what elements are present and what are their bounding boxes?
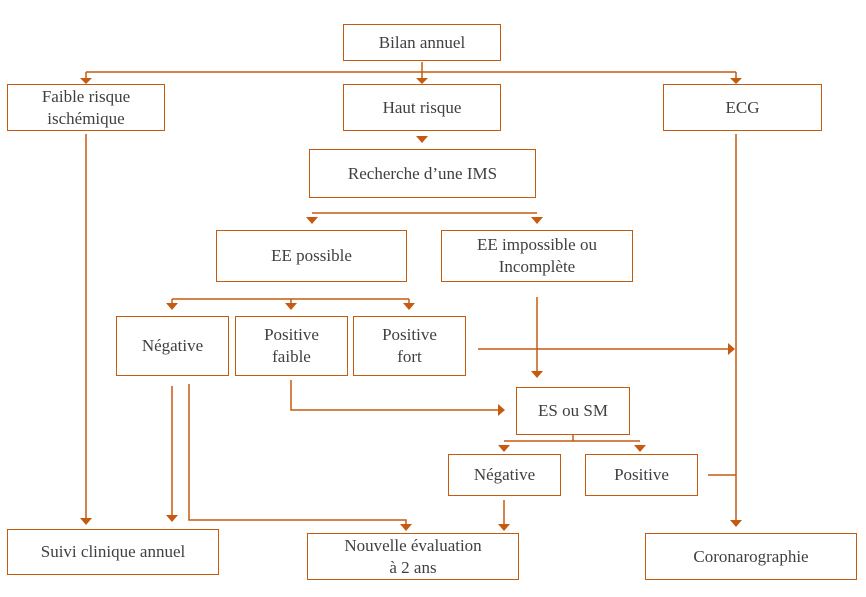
node-bilan-annuel: Bilan annuel bbox=[343, 24, 501, 61]
node-suivi-clinique: Suivi clinique annuel bbox=[7, 529, 219, 575]
node-ecg: ECG bbox=[663, 84, 822, 131]
node-positive-faible: Positive faible bbox=[235, 316, 348, 376]
arrow-to-negative1 bbox=[166, 303, 178, 310]
arrow-positive-faible-es bbox=[498, 404, 505, 416]
arrow-to-positive-fort bbox=[403, 303, 415, 310]
arrow-to-positive-faible bbox=[285, 303, 297, 310]
node-negative-1: Négative bbox=[116, 316, 229, 376]
node-ee-possible: EE possible bbox=[216, 230, 407, 282]
node-faible-risque: Faible risque ischémique bbox=[7, 84, 165, 131]
edge-negative1-nouvelle bbox=[188, 384, 407, 524]
arrow-positive-fort bbox=[728, 343, 735, 355]
node-positive-2: Positive bbox=[585, 454, 698, 496]
arrow-to-es-sm bbox=[531, 371, 543, 378]
arrow-to-faible bbox=[80, 78, 92, 84]
node-negative-2: Négative bbox=[448, 454, 561, 496]
arrow-to-positive2 bbox=[634, 445, 646, 452]
arrow-to-ee-possible bbox=[306, 217, 318, 224]
arrow-to-recherche bbox=[416, 136, 428, 143]
edge-positive-faible-es bbox=[290, 380, 498, 411]
arrow-faible-suivi bbox=[80, 518, 92, 525]
arrow-negative2-nouvelle bbox=[498, 524, 510, 531]
arrow-to-negative2 bbox=[498, 445, 510, 452]
node-coronarographie: Coronarographie bbox=[645, 533, 857, 580]
node-haut-risque: Haut risque bbox=[343, 84, 501, 131]
arrow-to-ecg bbox=[730, 78, 742, 84]
arrow-to-haut bbox=[416, 78, 428, 84]
node-ee-impossible: EE impossible ou Incomplète bbox=[441, 230, 633, 282]
node-nouvelle-evaluation: Nouvelle évaluation à 2 ans bbox=[307, 533, 519, 580]
node-recherche-ims: Recherche d’une IMS bbox=[309, 149, 536, 198]
arrow-to-ee-impossible bbox=[531, 217, 543, 224]
node-es-ou-sm: ES ou SM bbox=[516, 387, 630, 435]
arrow-negative1-suivi bbox=[166, 515, 178, 522]
node-positive-fort: Positive fort bbox=[353, 316, 466, 376]
arrow-negative1-nouvelle bbox=[400, 524, 412, 531]
arrow-to-coro bbox=[730, 520, 742, 527]
